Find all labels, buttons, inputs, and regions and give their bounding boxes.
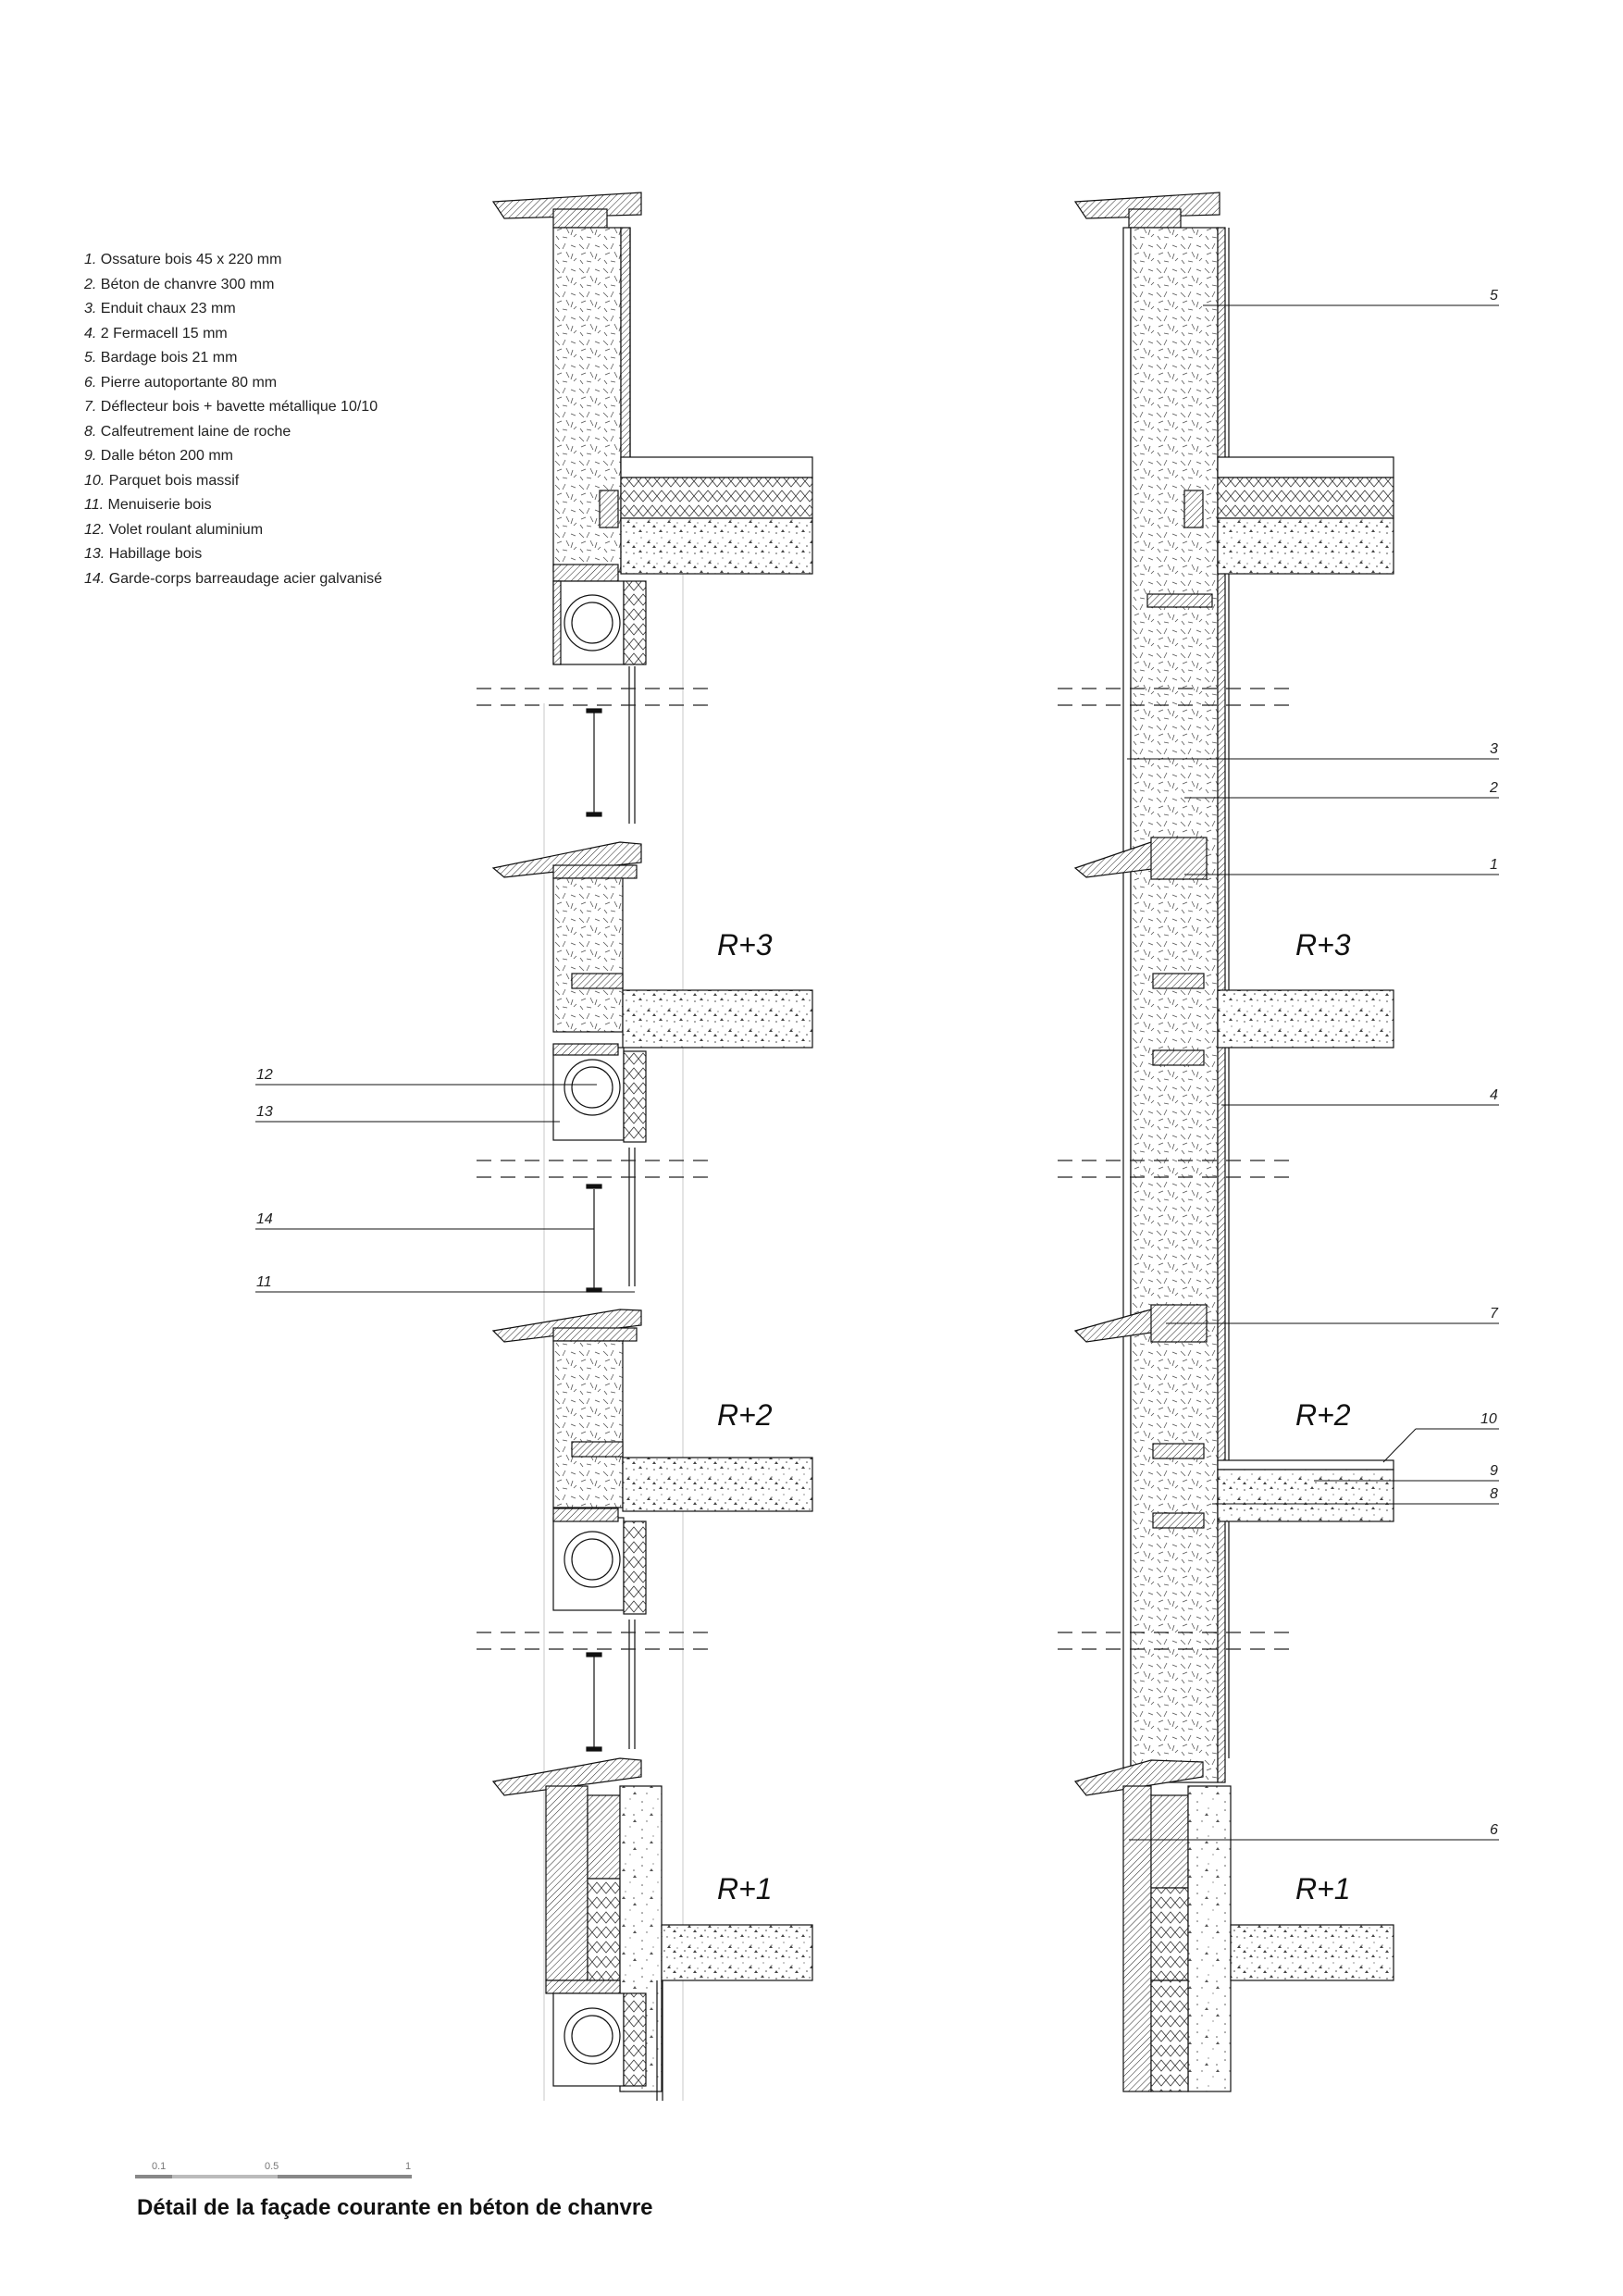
legend-item: 3. Enduit chaux 23 mm	[84, 301, 236, 316]
legend-item: 1. Ossature bois 45 x 220 mm	[84, 252, 282, 267]
level-label-left: R+1	[717, 1872, 773, 1905]
level-label-right: R+2	[1295, 1398, 1351, 1432]
scale-label: 0.5	[265, 2161, 279, 2172]
legend-item: 13. Habillage bois	[84, 546, 203, 562]
scale-bar: 0.1 0.5 1	[135, 2161, 412, 2178]
legend-item: 4. 2 Fermacell 15 mm	[84, 325, 228, 341]
legend-item: 11. Menuiserie bois	[84, 497, 212, 513]
legend: 1. Ossature bois 45 x 220 mm 2. Béton de…	[84, 248, 382, 591]
level-label-left: R+2	[717, 1398, 773, 1432]
left-section	[255, 192, 813, 2101]
legend-item: 2. Béton de chanvre 300 mm	[84, 276, 275, 292]
legend-item: 12. Volet roulant aluminium	[84, 521, 264, 538]
legend-item: 10. Parquet bois massif	[84, 472, 240, 489]
legend-item: 7. Déflecteur bois + bavette métallique …	[84, 399, 378, 415]
level-labels: R+3 R+2 R+1 R+3 R+2 R+1	[717, 928, 1351, 1905]
callout-label: 9	[1490, 1463, 1498, 1479]
callout-label: 1	[1490, 857, 1498, 873]
legend-item: 8. Calfeutrement laine de roche	[84, 423, 291, 440]
legend-item: 9. Dalle béton 200 mm	[84, 448, 233, 464]
scale-label: 0.1	[152, 2161, 166, 2172]
callout-label: 11	[256, 1274, 272, 1290]
callout-label: 3	[1490, 741, 1498, 757]
scale-label: 1	[405, 2161, 411, 2172]
callout-label: 2	[1489, 780, 1498, 796]
legend-item: 6. Pierre autoportante 80 mm	[84, 374, 278, 391]
level-label-right: R+3	[1295, 928, 1351, 962]
callout-label: 5	[1490, 288, 1498, 304]
callout-label: 8	[1490, 1486, 1498, 1502]
callout-label: 4	[1490, 1087, 1498, 1103]
callout-label: 12	[256, 1067, 273, 1083]
legend-item: 14. Garde-corps barreaudage acier galvan…	[84, 570, 382, 587]
callout-label: 10	[1481, 1411, 1497, 1427]
right-section	[1058, 192, 1499, 2092]
callout-label: 6	[1490, 1822, 1498, 1838]
legend-item: 5. Bardage bois 21 mm	[84, 350, 238, 366]
drawing-title: Détail de la façade courante en béton de…	[137, 2195, 653, 2220]
callout-numbers: 12 13 14 11 5 3 2 1 4 7 10 9 8 6	[256, 288, 1499, 1838]
level-label-left: R+3	[717, 928, 773, 962]
callout-label: 13	[256, 1104, 273, 1120]
callout-label: 7	[1490, 1306, 1499, 1322]
callout-label: 14	[256, 1211, 273, 1227]
level-label-right: R+1	[1295, 1872, 1351, 1905]
